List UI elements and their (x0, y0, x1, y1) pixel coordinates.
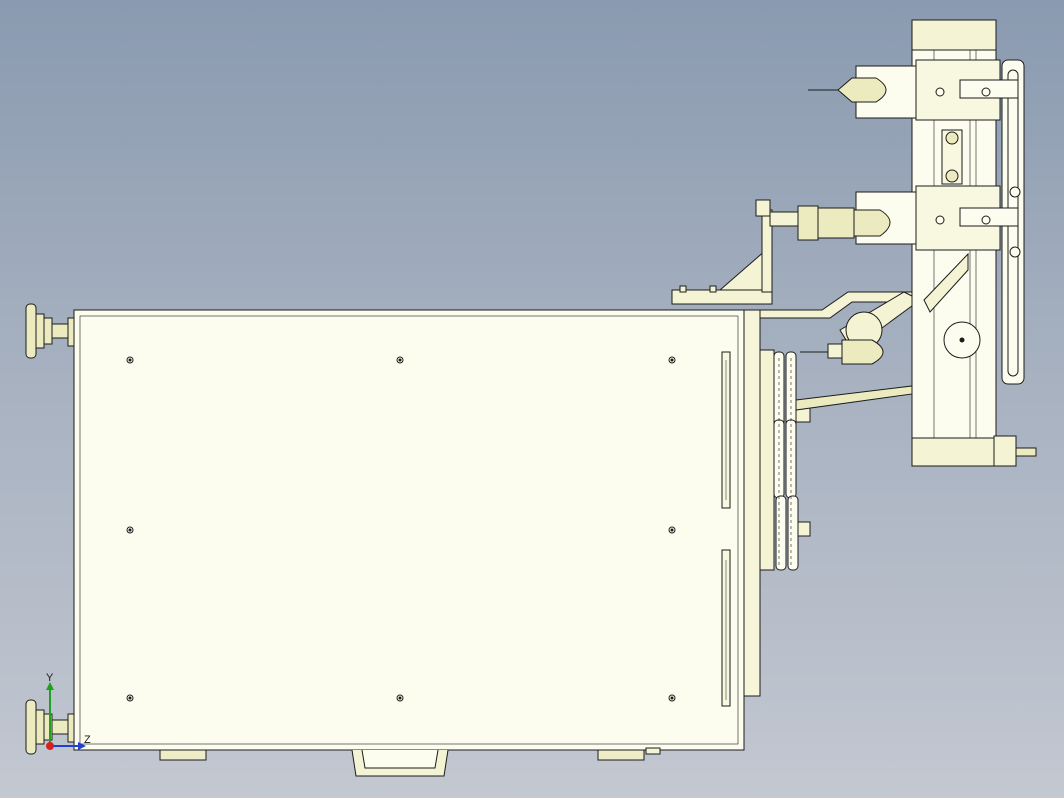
mounting-bracket (671, 199, 921, 319)
axis-z-label: Z (84, 734, 91, 746)
nozzle-lower (800, 339, 884, 365)
leveling-foot-top (25, 303, 75, 359)
clamp-middle (769, 185, 1019, 251)
sprocket-assembly (759, 349, 811, 571)
clamp-upper (808, 59, 1019, 121)
cabinet-body (73, 309, 761, 777)
axis-y-label: Y (46, 672, 54, 684)
leveling-foot-bottom (25, 699, 75, 755)
panel-screws (126, 356, 676, 702)
axis-triad (46, 682, 86, 750)
